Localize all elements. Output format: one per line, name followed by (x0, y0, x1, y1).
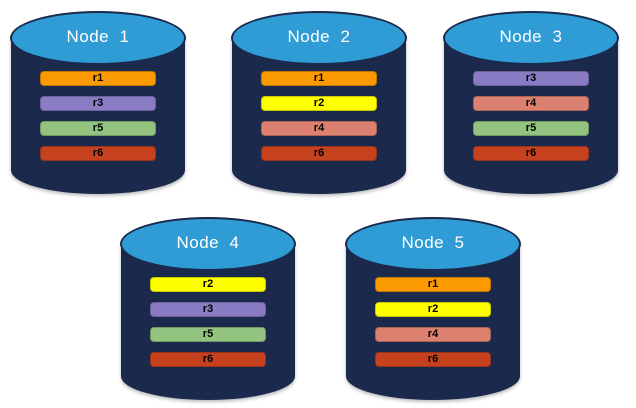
node-2-cylinder: Node 2 r1 r2 r4 r6 (231, 8, 407, 196)
node-3-cylinder-top: Node 3 (443, 11, 619, 65)
replica-bar: r4 (375, 327, 491, 342)
replica-bar: r6 (150, 352, 266, 367)
node-4-label: Node 4 (176, 233, 240, 252)
replica-label: r2 (427, 303, 439, 315)
replica-label: r3 (92, 97, 104, 109)
node-5-cylinder-top: Node 5 (345, 217, 521, 271)
node-3-replica-list: r3 r4 r5 r6 (473, 71, 589, 171)
replica-bar: r5 (473, 121, 589, 136)
replica-label: r6 (525, 147, 537, 159)
node-1-label: Node 1 (66, 27, 130, 46)
replica-bar: r3 (473, 71, 589, 86)
replica-label: r5 (525, 122, 537, 134)
replica-label: r6 (202, 353, 214, 365)
replica-bar: r1 (261, 71, 377, 86)
replica-bar: r4 (473, 96, 589, 111)
replica-label: r4 (525, 97, 537, 109)
node-3-cylinder: Node 3 r3 r4 r5 r6 (443, 8, 619, 196)
replica-label: r4 (427, 328, 439, 340)
replica-bar: r6 (261, 146, 377, 161)
replica-bar: r1 (40, 71, 156, 86)
node-1-cylinder-top: Node 1 (10, 11, 186, 65)
replica-bar: r2 (375, 302, 491, 317)
node-5-cylinder: Node 5 r1 r2 r4 r6 (345, 214, 521, 402)
replica-bar: r2 (261, 96, 377, 111)
replica-label: r2 (202, 278, 214, 290)
node-4-replica-list: r2 r3 r5 r6 (150, 277, 266, 377)
replica-label: r5 (92, 122, 104, 134)
node-1-replica-list: r1 r3 r5 r6 (40, 71, 156, 171)
replica-bar: r6 (375, 352, 491, 367)
replica-bar: r6 (473, 146, 589, 161)
replica-bar: r5 (40, 121, 156, 136)
replica-label: r3 (525, 72, 537, 84)
node-3-label: Node 3 (499, 27, 563, 46)
replica-label: r1 (92, 72, 104, 84)
replica-bar: r3 (150, 302, 266, 317)
replica-label: r6 (313, 147, 325, 159)
replica-label: r2 (313, 97, 325, 109)
replica-bar: r1 (375, 277, 491, 292)
replica-bar: r3 (40, 96, 156, 111)
node-2-cylinder-top: Node 2 (231, 11, 407, 65)
replica-label: r3 (202, 303, 214, 315)
node-2-replica-list: r1 r2 r4 r6 (261, 71, 377, 171)
replica-bar: r5 (150, 327, 266, 342)
node-2-label: Node 2 (287, 27, 351, 46)
replica-label: r5 (202, 328, 214, 340)
replica-bar: r4 (261, 121, 377, 136)
node-5-replica-list: r1 r2 r4 r6 (375, 277, 491, 377)
node-4-cylinder: Node 4 r2 r3 r5 r6 (120, 214, 296, 402)
replica-label: r1 (427, 278, 439, 290)
node-4-cylinder-top: Node 4 (120, 217, 296, 271)
node-1-cylinder: Node 1 r1 r3 r5 r6 (10, 8, 186, 196)
replica-label: r6 (92, 147, 104, 159)
replica-label: r4 (313, 122, 325, 134)
replica-label: r6 (427, 353, 439, 365)
replica-label: r1 (313, 72, 325, 84)
replica-bar: r6 (40, 146, 156, 161)
replica-bar: r2 (150, 277, 266, 292)
node-5-label: Node 5 (401, 233, 465, 252)
